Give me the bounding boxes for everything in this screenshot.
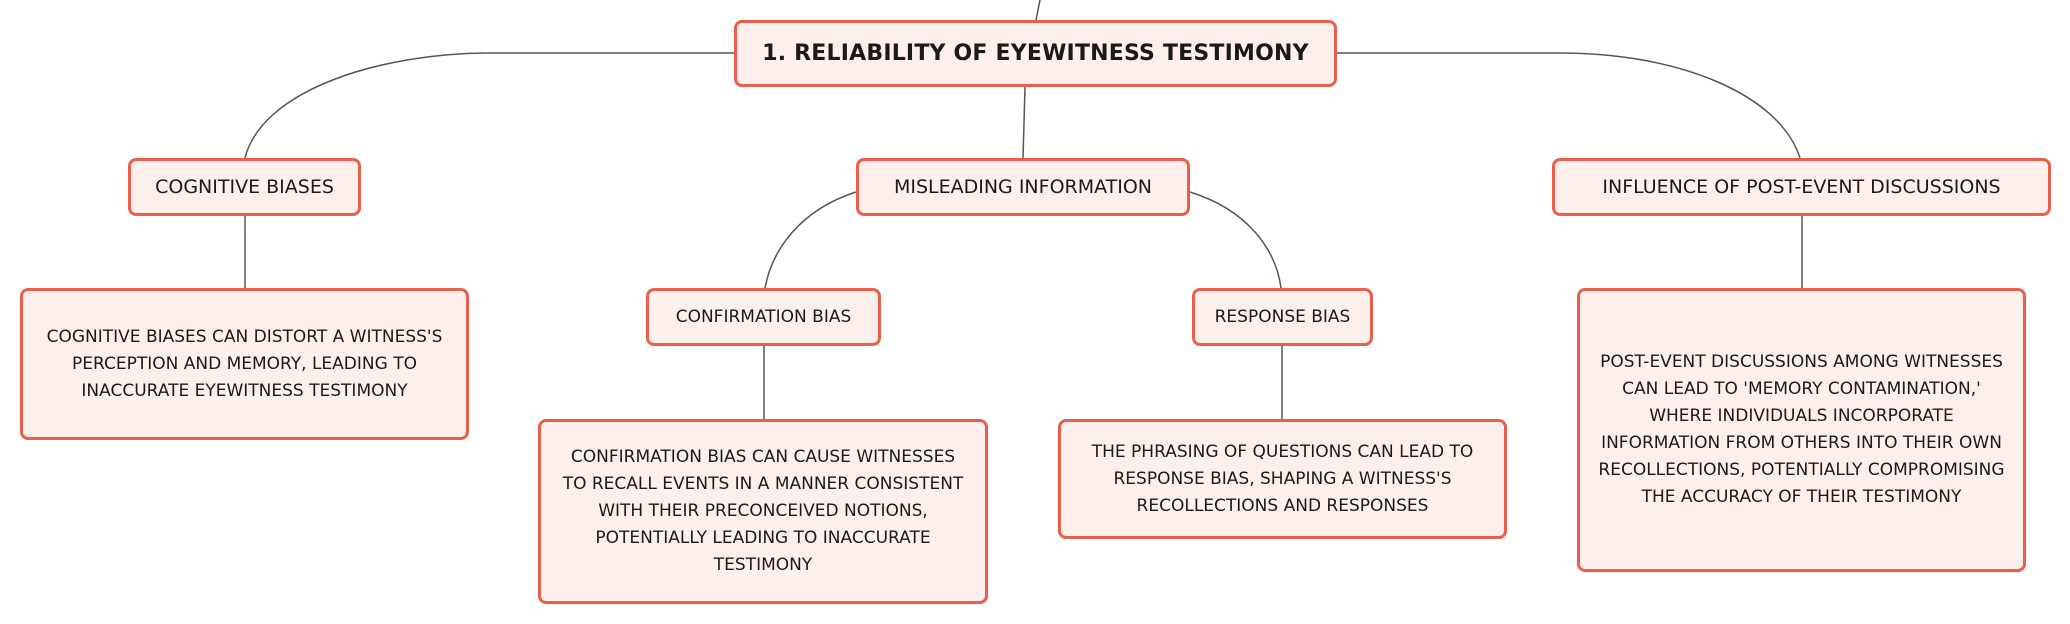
detail-post-event-discussions[interactable]: Post-event discussions among witnesses c… bbox=[1577, 288, 2026, 572]
branch-misleading-information[interactable]: Misleading Information bbox=[856, 158, 1190, 216]
branch-label: Cognitive Biases bbox=[155, 176, 334, 198]
branch-cognitive-biases[interactable]: Cognitive Biases bbox=[128, 158, 361, 216]
detail-text: Confirmation bias can cause witnesses to… bbox=[562, 447, 964, 575]
connector-root-top bbox=[1035, 0, 1041, 21]
connector-misleading-response bbox=[1189, 191, 1282, 289]
branch-label: Misleading Information bbox=[893, 176, 1153, 198]
detail-response-bias[interactable]: The phrasing of questions can lead to re… bbox=[1058, 419, 1507, 539]
connector-root-misleading bbox=[1022, 86, 1026, 159]
detail-text: Post-event discussions among witnesses c… bbox=[1598, 352, 2005, 507]
branch-label: Influence of Post-Event Discussions bbox=[1602, 176, 2001, 198]
detail-confirmation-bias[interactable]: Confirmation bias can cause witnesses to… bbox=[538, 419, 988, 604]
sub-label: Confirmation Bias bbox=[675, 307, 852, 327]
root-node[interactable]: 1. Reliability of Eyewitness Testimony bbox=[734, 20, 1337, 87]
branch-post-event-discussions[interactable]: Influence of Post-Event Discussions bbox=[1552, 158, 2051, 216]
sub-label: Response Bias bbox=[1214, 307, 1351, 327]
connector-root-cognitive bbox=[244, 52, 734, 159]
connector-root-postevent bbox=[1336, 52, 1801, 159]
sub-confirmation-bias[interactable]: Confirmation Bias bbox=[646, 288, 881, 346]
sub-response-bias[interactable]: Response Bias bbox=[1192, 288, 1373, 346]
root-label: 1. Reliability of Eyewitness Testimony bbox=[762, 41, 1309, 66]
connector-misleading-confirmation bbox=[764, 191, 857, 289]
detail-text: Cognitive biases can distort a witness's… bbox=[46, 326, 443, 401]
detail-text: The phrasing of questions can lead to re… bbox=[1091, 441, 1474, 516]
detail-cognitive-biases[interactable]: Cognitive biases can distort a witness's… bbox=[20, 288, 469, 440]
